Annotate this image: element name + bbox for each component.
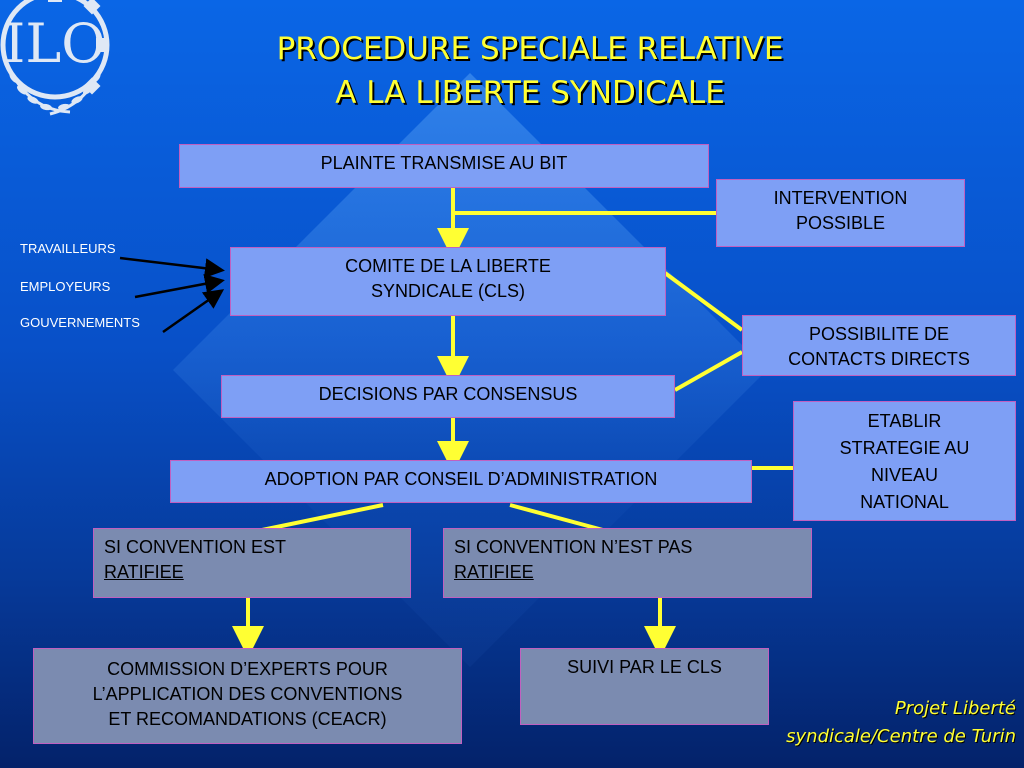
label-travailleurs: TRAVAILLEURS [20,241,116,256]
title-line-2: A LA LIBERTE SYNDICALE [335,75,725,111]
box-adoption: ADOPTION PAR CONSEIL D’ADMINISTRATION [170,460,752,503]
box-suivi-label: SUIVI PAR LE CLS [567,657,722,677]
box-comite-line1: COMITE DE LA LIBERTE [345,256,551,276]
connector-adoption-ratifiee [261,503,384,532]
box-adoption-label: ADOPTION PAR CONSEIL D’ADMINISTRATION [264,469,658,489]
arrow-travailleurs [119,256,225,279]
box-ratifiee-line2: RATIFIEE [104,562,184,582]
box-ratifiee: SI CONVENTION EST RATIFIEE [93,528,411,598]
box-comite: COMITE DE LA LIBERTE SYNDICALE (CLS) [230,247,666,316]
footer-line-2: syndicale/Centre de Turin [786,726,1016,747]
box-contacts-line1: POSSIBILITE DE [808,324,950,344]
arrow-gouvernements [162,289,225,334]
box-strategie: ETABLIR STRATEGIE AU NIVEAU NATIONAL [793,401,1016,521]
box-strategie-line3: NIVEAU [870,465,939,485]
title-line-1: PROCEDURE SPECIALE RELATIVE [276,31,784,67]
box-ratifiee-line1: SI CONVENTION EST [104,537,287,557]
connector-decisions-contacts [674,350,743,392]
box-strategie-line1: ETABLIR [867,411,942,431]
box-strategie-line4: NATIONAL [860,492,949,512]
arrow-employeurs [134,273,225,299]
box-intervention: INTERVENTION POSSIBLE [716,179,965,247]
box-non-ratifiee-line2: RATIFIEE [454,562,534,582]
box-suivi: SUIVI PAR LE CLS [520,648,769,725]
box-non-ratifiee-line1: SI CONVENTION N’EST PAS [454,537,693,557]
box-ceacr-line3: ET RECOMANDATIONS (CEACR) [108,709,387,729]
box-ceacr-line2: L’APPLICATION DES CONVENTIONS [92,684,403,704]
box-plainte-label: PLAINTE TRANSMISE AU BIT [320,153,568,173]
ilo-logo-icon: ILO [0,0,110,116]
label-employeurs: EMPLOYEURS [20,279,111,294]
box-non-ratifiee: SI CONVENTION N’EST PAS RATIFIEE [443,528,812,598]
box-ceacr-line1: COMMISSION D’EXPERTS POUR [107,659,388,679]
label-gouvernements: GOUVERNEMENTS [20,315,140,330]
box-decisions-label: DECISIONS PAR CONSENSUS [318,384,578,404]
box-decisions: DECISIONS PAR CONSENSUS [221,375,675,418]
connector-adoption-non-ratifiee [509,503,604,532]
box-ceacr: COMMISSION D’EXPERTS POUR L’APPLICATION … [33,648,462,744]
box-contacts-line2: CONTACTS DIRECTS [788,349,970,369]
box-comite-line2: SYNDICALE (CLS) [370,281,526,301]
box-intervention-line2: POSSIBLE [795,213,886,233]
box-intervention-line1: INTERVENTION [773,188,908,208]
ilo-logo-text: ILO [4,12,105,75]
box-contacts: POSSIBILITE DE CONTACTS DIRECTS [742,315,1016,376]
box-plainte: PLAINTE TRANSMISE AU BIT [179,144,709,188]
footer-line-1: Projet Liberté [894,698,1016,719]
box-strategie-line2: STRATEGIE AU [839,438,970,458]
connector-comite-contacts [663,271,744,332]
